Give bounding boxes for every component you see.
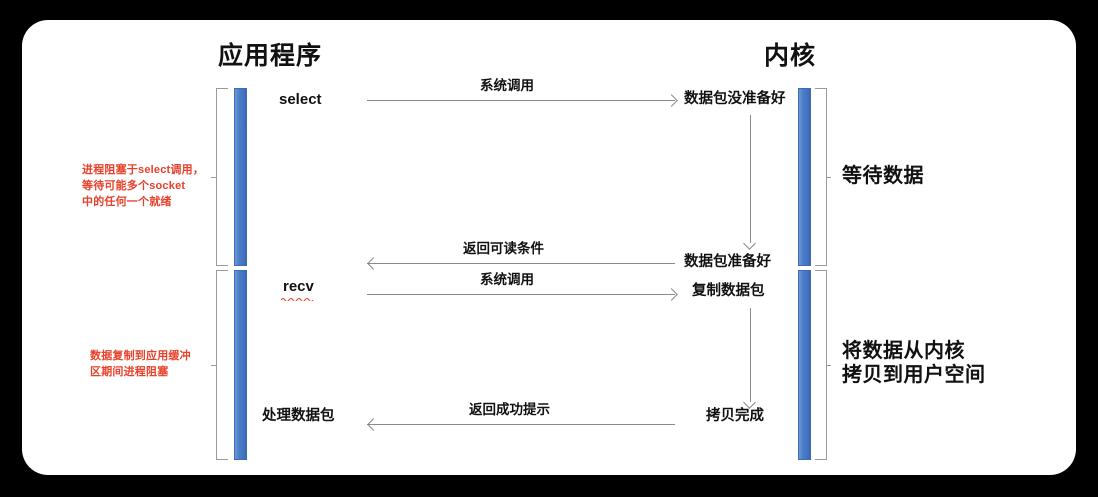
arrowhead-right-syscall-2: [665, 288, 678, 301]
arrowhead-right-syscall-1: [665, 94, 678, 107]
bracket-tick-kernel-copy: [826, 365, 831, 366]
message-label-return-readable: 返回可读条件: [463, 241, 544, 256]
bracket-tick-app-select: [211, 177, 216, 178]
kernel-wait-arrow-line: [750, 115, 751, 243]
spellcheck-squiggle-icon: [281, 297, 314, 301]
note-blocked-during-copy: 数据复制到应用缓冲 区期间进程阻塞: [90, 350, 191, 378]
bracket-app-select: [216, 88, 228, 266]
phase-label-waiting-data: 等待数据: [842, 165, 924, 187]
bracket-tick-app-recv: [211, 365, 216, 366]
message-line-return-success: [367, 424, 675, 425]
lifeline-bar-app-select: [234, 88, 247, 266]
message-line-syscall-1: [367, 100, 675, 101]
call-label-process-packet: 处理数据包: [262, 408, 335, 424]
call-label-select: select: [279, 91, 322, 108]
arrowhead-down-kernel-wait: [743, 237, 756, 250]
title-application: 应用程序: [218, 42, 323, 70]
arrowhead-left-return-success: [367, 418, 380, 431]
call-label-recv: recv: [283, 278, 314, 295]
arrowhead-left-return-readable: [367, 257, 380, 270]
bracket-tick-kernel-wait: [826, 177, 831, 178]
lifeline-bar-kernel-copy: [798, 270, 811, 460]
lifeline-bar-app-recv: [234, 270, 247, 460]
message-label-syscall-1: 系统调用: [480, 78, 534, 93]
kernel-copy-arrow-line: [750, 308, 751, 402]
kernel-state-packet-ready: 数据包准备好: [684, 254, 771, 270]
arrowhead-down-kernel-copy: [743, 396, 756, 409]
kernel-state-packet-not-ready: 数据包没准备好: [684, 91, 786, 107]
message-label-return-success: 返回成功提示: [469, 402, 550, 417]
lifeline-bar-kernel-wait: [798, 88, 811, 266]
kernel-state-copy-complete: 拷贝完成: [706, 408, 764, 424]
bracket-app-recv: [216, 270, 228, 460]
message-label-syscall-2: 系统调用: [480, 272, 534, 287]
phase-label-copy-to-userspace: 将数据从内核 拷贝到用户空间: [842, 340, 986, 386]
diagram-card: 应用程序 内核 select recv 处理数据包 进程阻塞于select调用，…: [22, 20, 1076, 475]
note-blocked-on-select: 进程阻塞于select调用， 等待可能多个socket 中的任何一个就绪: [82, 164, 204, 208]
message-line-return-readable: [367, 263, 675, 264]
message-line-syscall-2: [367, 294, 675, 295]
title-kernel: 内核: [764, 42, 817, 70]
kernel-state-copy-packet: 复制数据包: [692, 283, 765, 299]
